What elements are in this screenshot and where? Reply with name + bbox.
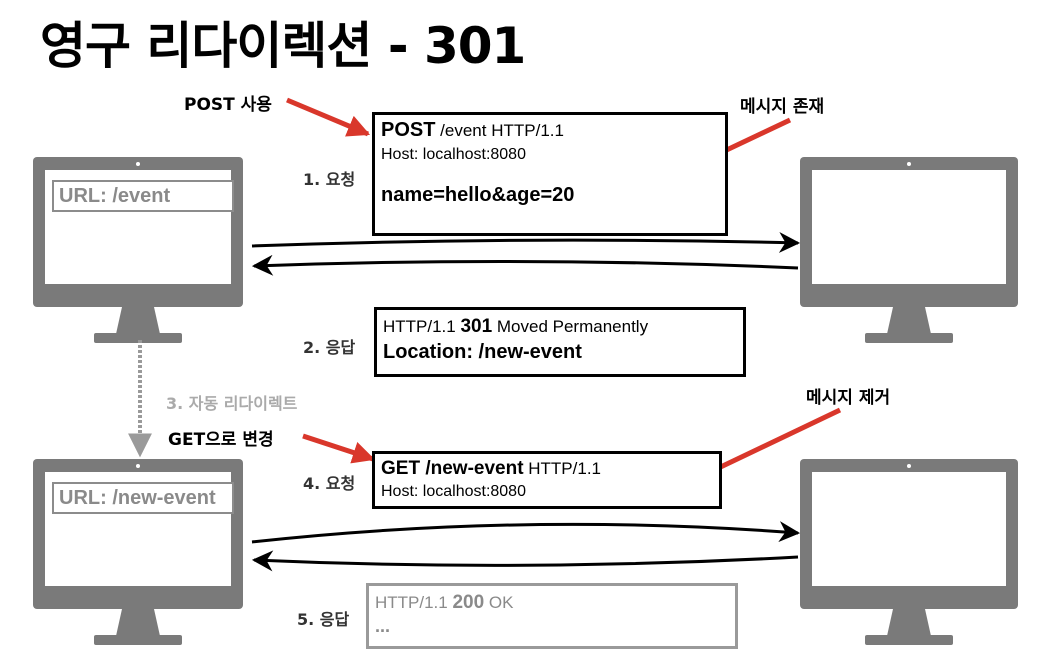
response-2-status-text: OK <box>484 593 514 612</box>
request-1-message: POST /event HTTP/1.1 Host: localhost:808… <box>372 112 728 236</box>
request-arrow-top <box>251 232 801 254</box>
annotation-post-use: POST 사용 <box>184 95 272 115</box>
request-1-request-line: POST /event HTTP/1.1 <box>381 119 719 142</box>
response-1-status-text: Moved Permanently <box>492 317 649 336</box>
request-arrow-bottom <box>251 521 801 544</box>
step-4-label: 4. 요청 <box>303 474 356 493</box>
change-to-get-arrow <box>302 433 376 464</box>
response-1-protocol: HTTP/1.1 <box>383 317 461 336</box>
response-2-message: HTTP/1.1 200 OK ... <box>366 583 738 649</box>
response-arrow-top <box>251 254 799 276</box>
request-2-message: GET /new-event HTTP/1.1 Host: localhost:… <box>372 451 722 509</box>
step-2-label: 2. 응답 <box>303 338 356 357</box>
monitor-icon-server-top <box>800 157 1018 343</box>
step-1-label: 1. 요청 <box>303 170 356 189</box>
request-1-host: Host: localhost:8080 <box>381 146 526 163</box>
step-5-label: 5. 응답 <box>297 610 350 629</box>
request-2-host: Host: localhost:8080 <box>381 482 526 500</box>
url-bar-bottom: URL: /new-event <box>52 482 234 514</box>
request-2-protocol: HTTP/1.1 <box>523 459 601 478</box>
response-arrow-bottom <box>251 550 799 572</box>
url-bar-top: URL: /event <box>52 180 234 212</box>
request-1-path: /event HTTP/1.1 <box>435 121 564 140</box>
annotation-message-removed: 메시지 제거 <box>806 388 891 408</box>
page-title: 영구 리다이렉션 - 301 <box>40 17 526 75</box>
response-1-location: Location: /new-event <box>383 340 582 363</box>
response-2-more: ... <box>375 615 391 636</box>
response-2-protocol: HTTP/1.1 <box>375 593 453 612</box>
request-2-method-path: GET /new-event <box>381 458 524 479</box>
monitor-icon-server-bottom <box>800 459 1018 645</box>
response-2-status-code: 200 <box>452 592 485 613</box>
post-use-arrow <box>286 97 371 137</box>
request-1-body: name=hello&age=20 <box>381 184 575 207</box>
request-1-method: POST <box>381 119 436 141</box>
step-3-label: 3. 자동 리다이렉트 <box>166 394 298 413</box>
response-1-status-code: 301 <box>460 316 493 337</box>
annotation-message-exists: 메시지 존재 <box>740 97 825 117</box>
response-1-message: HTTP/1.1 301 Moved Permanently Location:… <box>374 307 746 377</box>
annotation-change-to-get: GET으로 변경 <box>168 430 274 450</box>
response-1-status-line: HTTP/1.1 301 Moved Permanently <box>383 316 737 338</box>
request-2-request-line: GET /new-event HTTP/1.1 <box>381 458 713 480</box>
response-2-status-line: HTTP/1.1 200 OK <box>375 592 729 614</box>
